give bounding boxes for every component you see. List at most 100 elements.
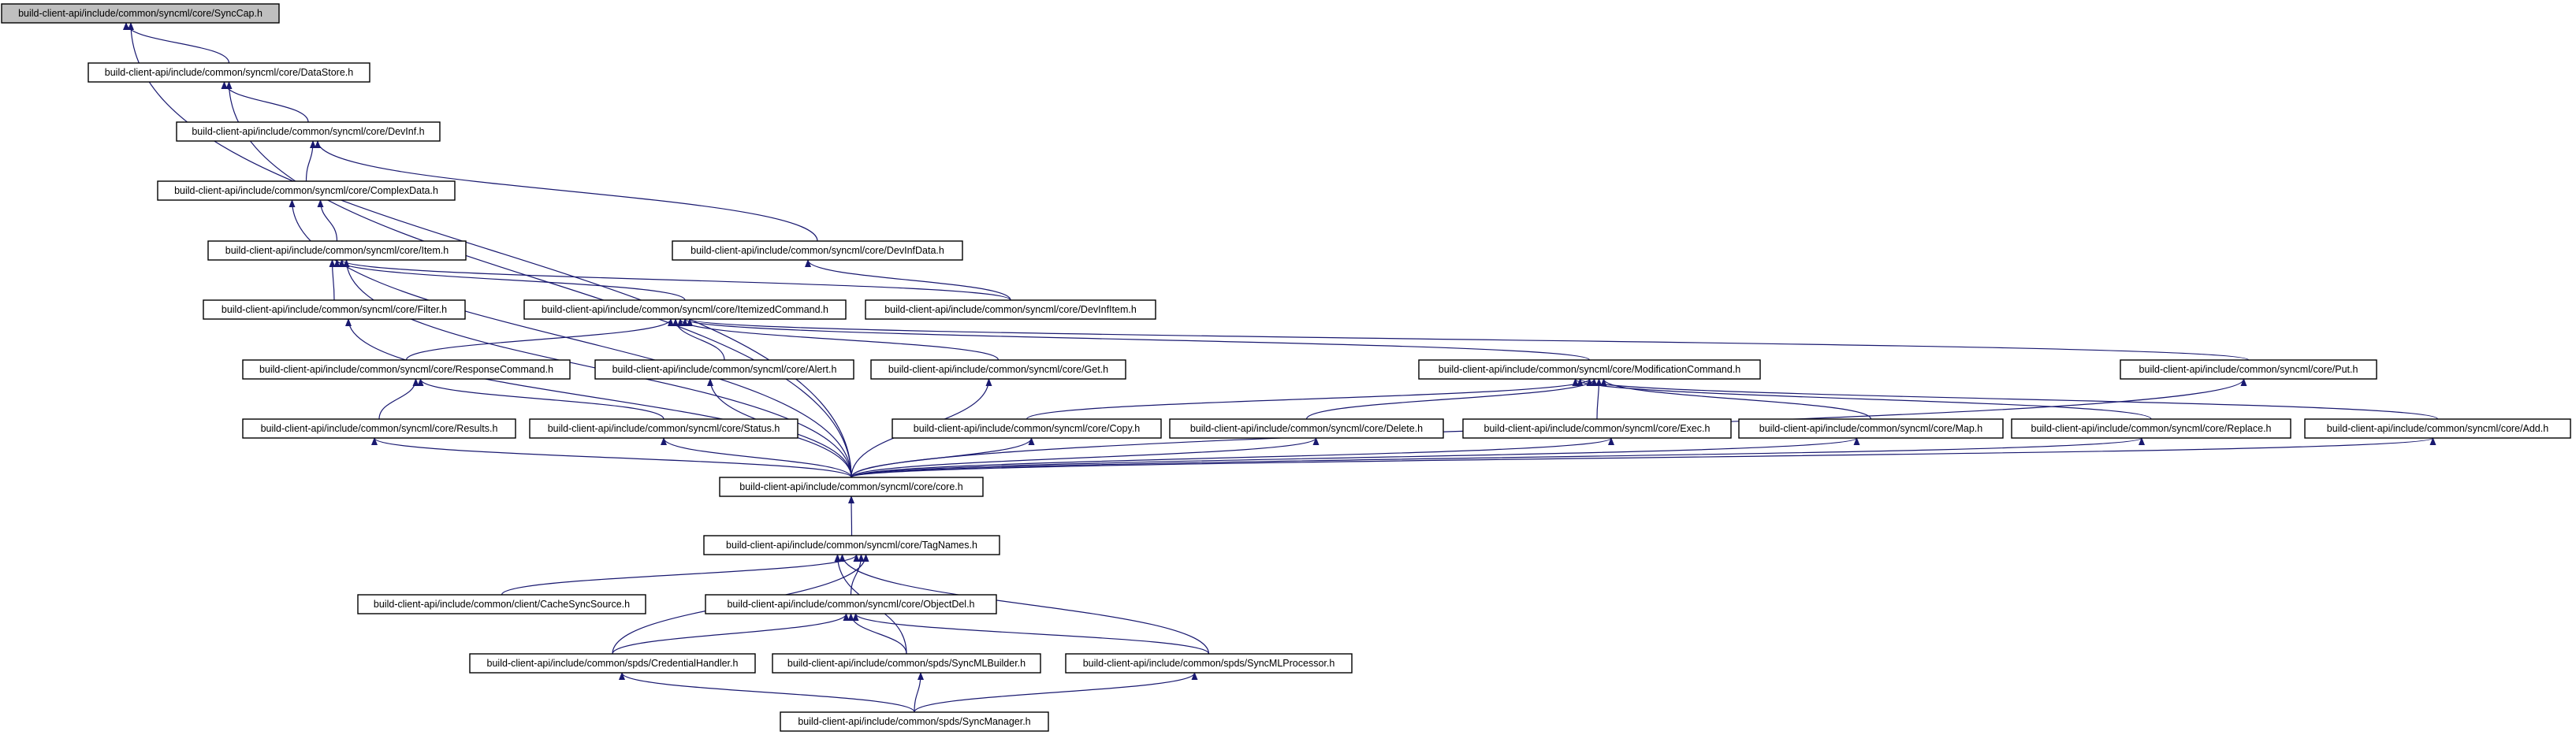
- node-box-syncmanager[interactable]: [780, 711, 1049, 732]
- node-box-copy[interactable]: [892, 418, 1162, 439]
- node-label-modificationcommand[interactable]: build-client-api/include/common/syncml/c…: [1439, 364, 1741, 375]
- node-replace[interactable]: build-client-api/include/common/syncml/c…: [2011, 418, 2291, 439]
- node-box-devinfitem[interactable]: [865, 299, 1156, 320]
- node-label-add[interactable]: build-client-api/include/common/syncml/c…: [2327, 423, 2548, 434]
- node-box-put[interactable]: [2120, 359, 2377, 380]
- node-box-results[interactable]: [242, 418, 516, 439]
- node-label-delete[interactable]: build-client-api/include/common/syncml/c…: [1190, 423, 1423, 434]
- node-devinf[interactable]: build-client-api/include/common/syncml/c…: [176, 121, 441, 142]
- edge-add-to-modificationcommand: [1576, 378, 2439, 420]
- edge-objectdel-to-tagnames: [850, 554, 865, 596]
- node-box-add[interactable]: [2304, 418, 2571, 439]
- edge-copy-to-modificationcommand: [1026, 378, 1593, 420]
- node-box-map[interactable]: [1738, 418, 2004, 439]
- node-label-replace[interactable]: build-client-api/include/common/syncml/c…: [2031, 423, 2272, 434]
- node-box-status[interactable]: [529, 418, 798, 439]
- node-devinfitem[interactable]: build-client-api/include/common/syncml/c…: [865, 299, 1156, 320]
- node-label-exec[interactable]: build-client-api/include/common/syncml/c…: [1484, 423, 1711, 434]
- node-synccap[interactable]: build-client-api/include/common/syncml/c…: [1, 3, 280, 24]
- node-label-objectdel[interactable]: build-client-api/include/common/syncml/c…: [727, 599, 974, 610]
- node-label-copy[interactable]: build-client-api/include/common/syncml/c…: [914, 423, 1140, 434]
- node-label-put[interactable]: build-client-api/include/common/syncml/c…: [2139, 364, 2358, 375]
- node-tagnames[interactable]: build-client-api/include/common/syncml/c…: [703, 535, 1000, 555]
- node-itemizedcommand[interactable]: build-client-api/include/common/syncml/c…: [523, 299, 847, 320]
- node-box-replace[interactable]: [2011, 418, 2291, 439]
- node-box-tagnames[interactable]: [703, 535, 1000, 555]
- node-label-credentialhandler[interactable]: build-client-api/include/common/spds/Cre…: [487, 658, 739, 669]
- node-box-syncmlbuilder[interactable]: [772, 653, 1041, 674]
- node-box-objectdel[interactable]: [705, 594, 997, 614]
- node-objectdel[interactable]: build-client-api/include/common/syncml/c…: [705, 594, 997, 614]
- node-label-get[interactable]: build-client-api/include/common/syncml/c…: [888, 364, 1108, 375]
- node-box-get[interactable]: [870, 359, 1126, 380]
- node-syncmlprocessor[interactable]: build-client-api/include/common/spds/Syn…: [1065, 653, 1353, 674]
- node-put[interactable]: build-client-api/include/common/syncml/c…: [2120, 359, 2377, 380]
- node-label-status[interactable]: build-client-api/include/common/syncml/c…: [548, 423, 780, 434]
- node-label-cachesyncsource[interactable]: build-client-api/include/common/client/C…: [374, 599, 630, 610]
- node-syncmanager[interactable]: build-client-api/include/common/spds/Syn…: [780, 711, 1049, 732]
- node-box-syncmlprocessor[interactable]: [1065, 653, 1353, 674]
- node-label-syncmlbuilder[interactable]: build-client-api/include/common/spds/Syn…: [787, 658, 1026, 669]
- node-syncmlbuilder[interactable]: build-client-api/include/common/spds/Syn…: [772, 653, 1041, 674]
- node-results[interactable]: build-client-api/include/common/syncml/c…: [242, 418, 516, 439]
- node-label-devinfdata[interactable]: build-client-api/include/common/syncml/c…: [691, 245, 944, 256]
- node-box-devinf[interactable]: [176, 121, 441, 142]
- edge-devinfdata-to-devinf: [315, 140, 818, 242]
- node-item[interactable]: build-client-api/include/common/syncml/c…: [207, 240, 467, 261]
- node-box-filter[interactable]: [203, 299, 466, 320]
- node-box-synccap[interactable]: [1, 3, 280, 24]
- node-copy[interactable]: build-client-api/include/common/syncml/c…: [892, 418, 1162, 439]
- node-label-tagnames[interactable]: build-client-api/include/common/syncml/c…: [726, 540, 977, 551]
- edge-put-to-itemizedcommand: [687, 318, 2250, 361]
- node-label-itemizedcommand[interactable]: build-client-api/include/common/syncml/c…: [542, 304, 828, 315]
- node-box-modificationcommand[interactable]: [1418, 359, 1761, 380]
- node-get[interactable]: build-client-api/include/common/syncml/c…: [870, 359, 1126, 380]
- node-responsecommand[interactable]: build-client-api/include/common/syncml/c…: [242, 359, 571, 380]
- node-label-filter[interactable]: build-client-api/include/common/syncml/c…: [221, 304, 447, 315]
- node-map[interactable]: build-client-api/include/common/syncml/c…: [1738, 418, 2004, 439]
- node-filter[interactable]: build-client-api/include/common/syncml/c…: [203, 299, 466, 320]
- node-cachesyncsource[interactable]: build-client-api/include/common/client/C…: [357, 594, 646, 614]
- node-label-alert[interactable]: build-client-api/include/common/syncml/c…: [612, 364, 837, 375]
- node-label-synccap[interactable]: build-client-api/include/common/syncml/c…: [18, 8, 262, 19]
- node-box-exec[interactable]: [1462, 418, 1732, 439]
- node-credentialhandler[interactable]: build-client-api/include/common/spds/Cre…: [469, 653, 756, 674]
- edge-syncmlbuilder-to-objectdel: [847, 613, 907, 655]
- node-box-responsecommand[interactable]: [242, 359, 571, 380]
- node-label-map[interactable]: build-client-api/include/common/syncml/c…: [1759, 423, 1983, 434]
- node-label-core[interactable]: build-client-api/include/common/syncml/c…: [739, 481, 963, 492]
- node-datastore[interactable]: build-client-api/include/common/syncml/c…: [87, 62, 370, 83]
- node-box-devinfdata[interactable]: [672, 240, 963, 261]
- node-box-datastore[interactable]: [87, 62, 370, 83]
- node-box-item[interactable]: [207, 240, 467, 261]
- node-delete[interactable]: build-client-api/include/common/syncml/c…: [1169, 418, 1444, 439]
- node-devinfdata[interactable]: build-client-api/include/common/syncml/c…: [672, 240, 963, 261]
- node-label-devinfitem[interactable]: build-client-api/include/common/syncml/c…: [884, 304, 1137, 315]
- node-label-results[interactable]: build-client-api/include/common/syncml/c…: [261, 423, 498, 434]
- edge-core-to-exec: [851, 437, 1614, 478]
- node-box-itemizedcommand[interactable]: [523, 299, 847, 320]
- node-label-datastore[interactable]: build-client-api/include/common/syncml/c…: [105, 67, 353, 78]
- node-box-cachesyncsource[interactable]: [357, 594, 646, 614]
- node-box-alert[interactable]: [594, 359, 854, 380]
- node-box-credentialhandler[interactable]: [469, 653, 756, 674]
- node-alert[interactable]: build-client-api/include/common/syncml/c…: [594, 359, 854, 380]
- edge-cachesyncsource-to-tagnames: [501, 554, 860, 596]
- node-label-devinf[interactable]: build-client-api/include/common/syncml/c…: [192, 126, 424, 137]
- node-core[interactable]: build-client-api/include/common/syncml/c…: [719, 477, 984, 497]
- node-complexdata[interactable]: build-client-api/include/common/syncml/c…: [157, 180, 456, 201]
- node-box-core[interactable]: [719, 477, 984, 497]
- node-label-complexdata[interactable]: build-client-api/include/common/syncml/c…: [174, 185, 438, 196]
- node-add[interactable]: build-client-api/include/common/syncml/c…: [2304, 418, 2571, 439]
- node-exec[interactable]: build-client-api/include/common/syncml/c…: [1462, 418, 1732, 439]
- node-modificationcommand[interactable]: build-client-api/include/common/syncml/c…: [1418, 359, 1761, 380]
- node-status[interactable]: build-client-api/include/common/syncml/c…: [529, 418, 798, 439]
- node-label-responsecommand[interactable]: build-client-api/include/common/syncml/c…: [259, 364, 553, 375]
- node-label-item[interactable]: build-client-api/include/common/syncml/c…: [225, 245, 449, 256]
- node-label-syncmlprocessor[interactable]: build-client-api/include/common/spds/Syn…: [1083, 658, 1335, 669]
- node-box-complexdata[interactable]: [157, 180, 456, 201]
- edge-exec-to-modificationcommand: [1595, 378, 1603, 420]
- node-label-syncmanager[interactable]: build-client-api/include/common/spds/Syn…: [798, 716, 1030, 727]
- node-box-delete[interactable]: [1169, 418, 1444, 439]
- edge-syncmlprocessor-to-tagnames: [839, 554, 1210, 655]
